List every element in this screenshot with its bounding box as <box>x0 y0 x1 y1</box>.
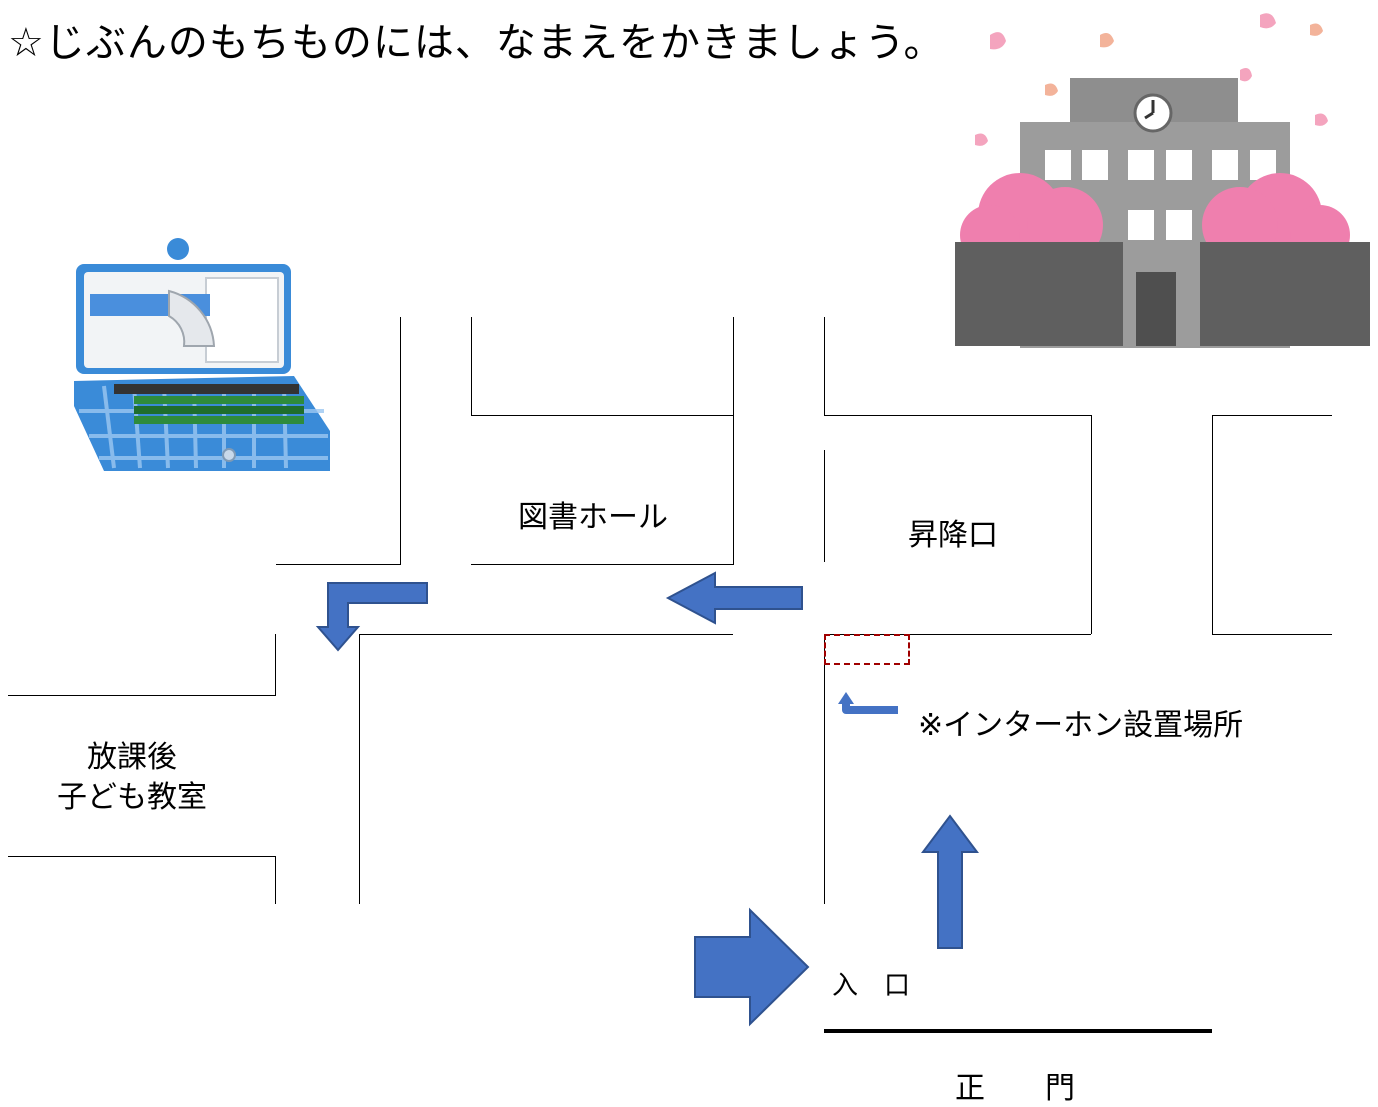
wall <box>400 317 401 565</box>
header-notice: ☆じぶんのもちものには、なまえをかきましょう。 <box>8 20 945 66</box>
intercom-marker <box>824 634 910 665</box>
route-arrow-up <box>921 814 979 949</box>
intercom-pointer-arrow <box>838 692 898 714</box>
wall <box>1212 415 1213 634</box>
wall <box>824 317 825 415</box>
library-hall-label: 図書ホール <box>518 500 668 535</box>
wall <box>359 634 733 635</box>
wall <box>359 634 360 904</box>
route-arrow-right-large <box>694 907 810 1027</box>
wall <box>1091 415 1092 634</box>
wall <box>275 856 276 904</box>
intercom-location-label: ※インターホン設置場所 <box>918 708 1244 743</box>
wall <box>276 564 400 565</box>
afterschool-room-label-line2: 子ども教室 <box>57 780 207 815</box>
route-arrow-turn-down <box>315 582 428 652</box>
route-arrow-left <box>665 571 803 625</box>
wall <box>824 634 825 904</box>
wall <box>8 856 276 857</box>
main-gate-label: 正 門 <box>955 1071 1075 1106</box>
entrance-hall-label: 昇降口 <box>908 518 998 553</box>
pencil-case-illustration <box>74 238 330 471</box>
wall <box>824 450 825 562</box>
wall <box>8 695 276 696</box>
wall <box>275 634 276 696</box>
afterschool-room-label-line1: 放課後 <box>87 740 177 775</box>
school-building-illustration <box>955 13 1370 348</box>
afterschool-room-label: 放課後 子ども教室 <box>48 738 216 818</box>
gate-line <box>824 1029 1212 1033</box>
wall <box>471 564 734 565</box>
wall <box>471 317 472 415</box>
wall <box>733 317 734 565</box>
wall <box>824 634 1091 635</box>
entrance-label: 入 口 <box>832 971 911 1001</box>
wall <box>824 415 1091 416</box>
wall <box>1212 634 1332 635</box>
wall <box>471 415 734 416</box>
wall <box>1212 415 1332 416</box>
